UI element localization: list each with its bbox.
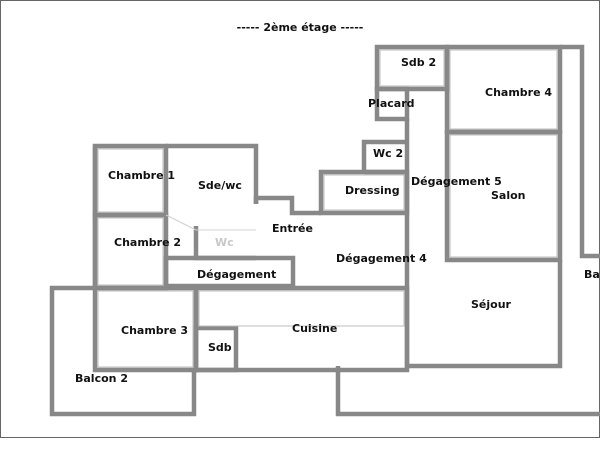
room-label-degagement4: Dégagement 4 bbox=[336, 252, 427, 265]
room-label-salon: Salon bbox=[491, 189, 526, 202]
room-label-dressing: Dressing bbox=[345, 184, 400, 197]
plan-title: ----- 2ème étage ----- bbox=[236, 21, 364, 34]
wall-right-outer bbox=[560, 44, 600, 259]
wall-balcon2 bbox=[49, 285, 197, 417]
room-label-cuisine: Cuisine bbox=[292, 322, 338, 335]
room-label-sdb: Sdb bbox=[208, 341, 232, 354]
room-label-sdewc: Sde/wc bbox=[198, 179, 242, 192]
room-label-entree: Entrée bbox=[272, 222, 313, 235]
wall-sdewc bbox=[166, 143, 259, 204]
room-label-chambre2: Chambre 2 bbox=[114, 236, 182, 249]
room-label-sdb2: Sdb 2 bbox=[401, 56, 437, 69]
wall-entree-step bbox=[253, 195, 321, 216]
room-label-degagement5: Dégagement 5 bbox=[411, 175, 502, 188]
room-label-balcon2: Balcon 2 bbox=[75, 372, 128, 385]
room-label-chambre3: Chambre 3 bbox=[121, 324, 189, 337]
wall-sdb bbox=[193, 325, 239, 373]
room-label-sejour: Séjour bbox=[471, 298, 511, 311]
room-label-chambre4: Chambre 4 bbox=[485, 86, 553, 99]
room-label-wc: Wc bbox=[215, 236, 234, 249]
room-label-chambre1: Chambre 1 bbox=[108, 169, 176, 182]
room-label-balcon-right: Balc bbox=[584, 268, 600, 281]
wall-sejour bbox=[404, 260, 563, 369]
wall-salon bbox=[444, 129, 563, 263]
room-label-wc2: Wc 2 bbox=[373, 147, 404, 160]
wall-placard bbox=[374, 86, 410, 122]
room-label-degagement: Dégagement bbox=[197, 268, 277, 281]
wall-bottom-right bbox=[335, 366, 600, 417]
room-label-placard: Placard bbox=[368, 97, 415, 110]
wall-wc2 bbox=[361, 139, 407, 172]
wall-chambre2 bbox=[92, 212, 169, 291]
